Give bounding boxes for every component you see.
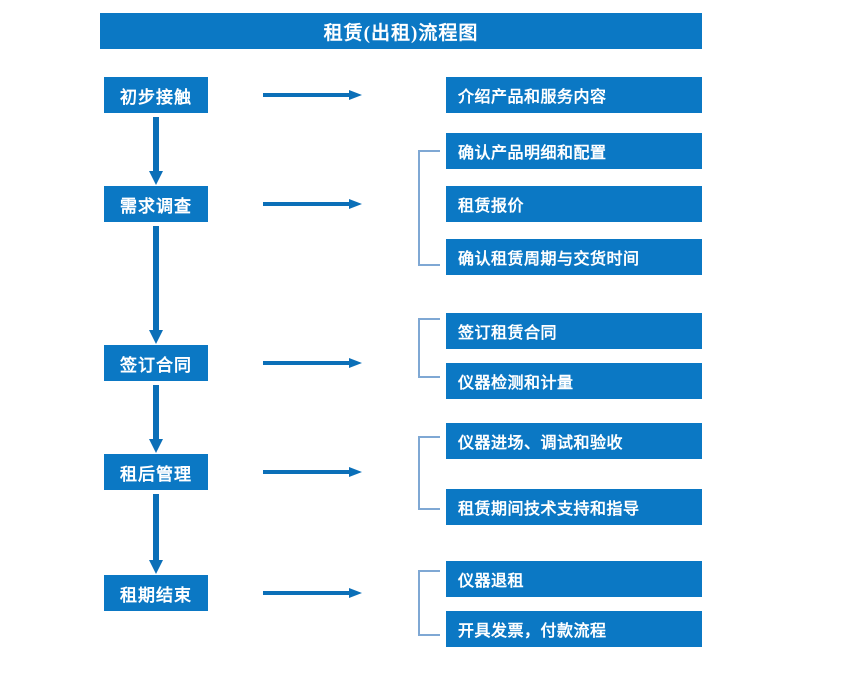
- detail-box-queren-mingxi[interactable]: 确认产品明细和配置: [446, 133, 702, 169]
- detail-box-jieshao-chanpin[interactable]: 介绍产品和服务内容: [446, 77, 702, 113]
- detail-box-yiqi-jiance[interactable]: 仪器检测和计量: [446, 363, 702, 399]
- page-title: 租赁(出租)流程图: [100, 13, 702, 49]
- detail-box-yiqi-tuizu[interactable]: 仪器退租: [446, 561, 702, 597]
- stage-box-xuqiu-diaocha[interactable]: 需求调查: [104, 186, 208, 222]
- horizontal-arrow-1: [263, 90, 362, 100]
- horizontal-arrow-5: [263, 588, 362, 598]
- vertical-arrow-2: [149, 226, 163, 344]
- vertical-arrow-1: [149, 117, 163, 185]
- detail-box-yiqi-jinchang[interactable]: 仪器进场、调试和验收: [446, 423, 702, 459]
- detail-box-zulin-baojia[interactable]: 租赁报价: [446, 186, 702, 222]
- horizontal-arrow-2: [263, 199, 362, 209]
- group-bracket-2: [418, 150, 440, 266]
- group-bracket-3: [418, 318, 440, 378]
- detail-box-kaiju-fapiao[interactable]: 开具发票，付款流程: [446, 611, 702, 647]
- stage-box-qianding-hetong[interactable]: 签订合同: [104, 345, 208, 381]
- group-bracket-4: [418, 436, 440, 510]
- detail-box-jishu-zhichi[interactable]: 租赁期间技术支持和指导: [446, 489, 702, 525]
- vertical-arrow-4: [149, 494, 163, 574]
- stage-box-zuqi-jieshu[interactable]: 租期结束: [104, 575, 208, 611]
- detail-box-queren-zhouqi[interactable]: 确认租赁周期与交货时间: [446, 239, 702, 275]
- horizontal-arrow-3: [263, 358, 362, 368]
- stage-box-chubu-jiechu[interactable]: 初步接触: [104, 77, 208, 113]
- horizontal-arrow-4: [263, 467, 362, 477]
- group-bracket-5: [418, 570, 440, 636]
- stage-box-zuhou-guanli[interactable]: 租后管理: [104, 454, 208, 490]
- vertical-arrow-3: [149, 385, 163, 453]
- detail-box-qianding-zulin[interactable]: 签订租赁合同: [446, 313, 702, 349]
